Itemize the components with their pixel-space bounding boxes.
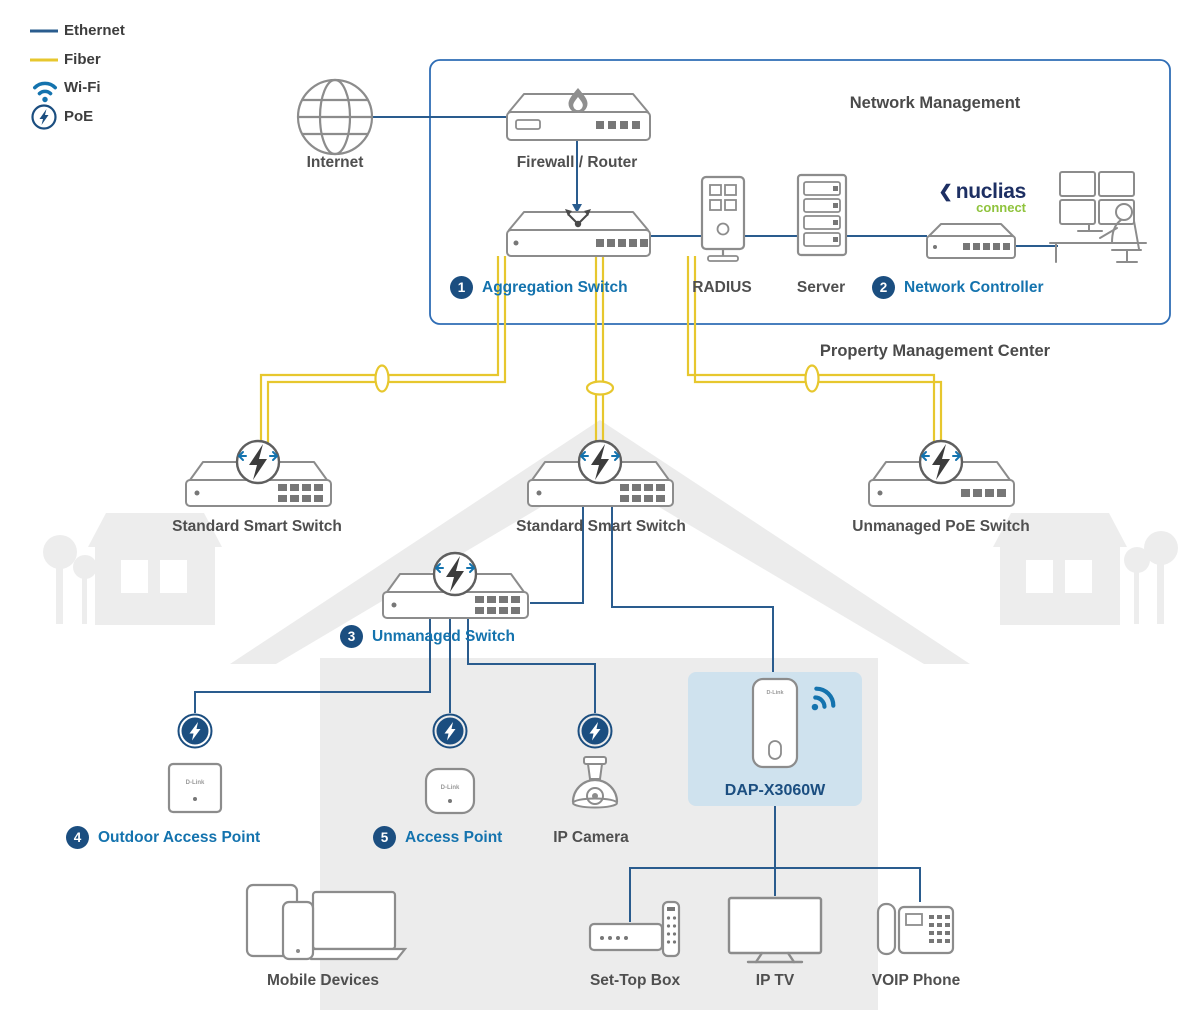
unmanaged-poe-switch-label: Unmanaged PoE Switch [852,518,1030,535]
step-badge-3: 3 [340,625,363,648]
set-top-box-label: Set-Top Box [589,972,681,989]
firewall-router-icon [506,88,651,141]
nuclias-mark-icon: ❮ [938,182,953,201]
fiber-lines [259,256,943,454]
outdoor-access-point-icon: D-Link [167,762,223,814]
voip-phone-label: VOIP Phone [871,972,961,989]
step-badge-1: 1 [450,276,473,299]
ip-camera-label: IP Camera [553,829,629,846]
smart-switch-center-label: Standard Smart Switch [516,518,686,535]
access-point-callout: 5 Access Point [373,826,502,849]
legend-wifi-label: Wi-Fi [64,79,101,96]
ip-tv-icon [727,896,823,964]
legend-poe: PoE [64,108,93,125]
legend-fiber: Fiber [64,51,101,68]
nuclias-wordmark: nuclias [955,180,1027,203]
smart-switch-left-label: Standard Smart Switch [172,518,342,535]
aggregation-switch-icon [506,209,651,257]
mobile-devices-label: Mobile Devices [267,972,379,989]
server-rack-icon [796,173,848,257]
aggregation-switch-callout: 1 Aggregation Switch [450,276,628,299]
internet-globe-icon [296,78,374,156]
set-top-box-icon [588,900,681,958]
network-controller-label: Network Controller [904,278,1044,296]
radius-server-icon [700,175,746,262]
ethernet-lines [194,116,1058,922]
svg-text:D-Link: D-Link [441,785,460,791]
ip-camera-icon [571,756,619,809]
poe-badge-access-point [432,713,468,749]
access-point-label: Access Point [405,828,503,846]
dap-x3060w-device-icon: D-Link [751,677,799,769]
firewall-router-label: Firewall / Router [516,154,638,171]
step-badge-5: 5 [373,826,396,849]
standard-smart-switch-center-icon [526,439,675,508]
unmanaged-switch-callout: 3 Unmanaged Switch [340,625,515,648]
network-controller-icon [926,223,1016,259]
dap-model-label: DAP-X3060W [724,782,826,799]
aggregation-switch-label: Aggregation Switch [482,278,628,296]
ip-tv-label: IP TV [755,972,795,989]
svg-text:D-Link: D-Link [186,780,205,786]
poe-badge-ip-camera [577,713,613,749]
network-management-heading: Network Management [849,94,1021,112]
network-controller-callout: 2 Network Controller [872,276,1044,299]
server-label: Server [796,279,846,296]
poe-icon [31,104,57,130]
nuclias-connect-wordmark: connect [976,200,1026,215]
admin-workstation-icon [1049,171,1147,263]
wifi-icon [33,81,57,105]
house-silhouette-left [43,513,222,625]
voip-phone-icon [876,902,955,956]
radius-label: RADIUS [692,279,752,296]
svg-text:D-Link: D-Link [766,690,784,696]
step-badge-2: 2 [872,276,895,299]
nuclias-connect-logo: ❮ nuclias connect [920,180,1026,215]
standard-smart-switch-left-icon [184,439,333,508]
legend-wifi: Wi-Fi [64,79,101,96]
legend-fiber-label: Fiber [64,51,101,68]
poe-badge-outdoor-ap [177,713,213,749]
property-management-heading: Property Management Center [819,342,1051,360]
unmanaged-poe-switch-icon [867,439,1016,508]
outdoor-access-point-callout: 4 Outdoor Access Point [66,826,260,849]
legend-ethernet-label: Ethernet [64,22,125,39]
step-badge-4: 4 [66,826,89,849]
hub-arrows-icon [565,209,591,228]
access-point-icon: D-Link [424,767,476,815]
legend-ethernet: Ethernet [64,22,125,39]
outdoor-access-point-label: Outdoor Access Point [98,828,261,846]
house-silhouette-right [993,513,1178,625]
mobile-devices-icon [245,883,408,961]
unmanaged-switch-label: Unmanaged Switch [372,627,515,645]
legend-poe-label: PoE [64,108,94,125]
internet-label: Internet [306,154,364,171]
